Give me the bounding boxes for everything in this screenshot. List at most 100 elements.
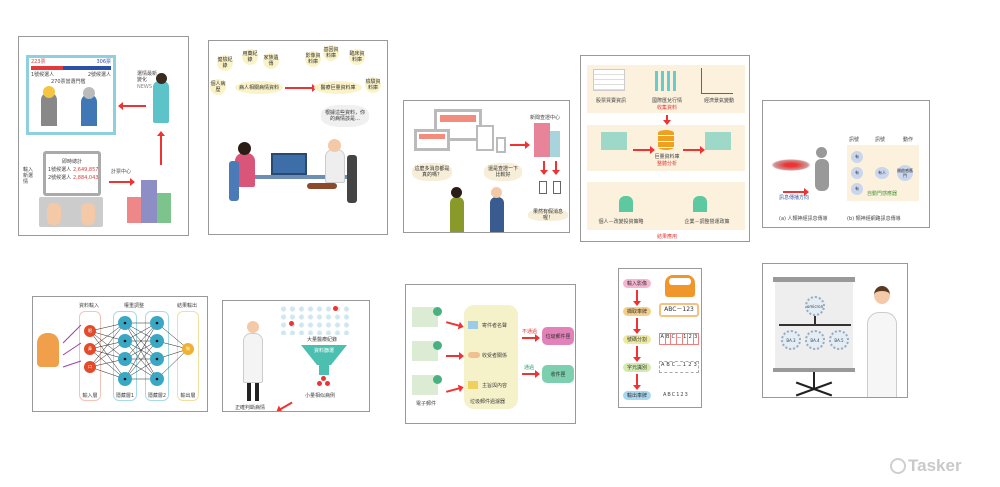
filter-label: 垃圾郵件過濾器 <box>470 399 506 405</box>
char-cell: 2 <box>688 362 692 368</box>
db-label: 巨量資料庫 <box>654 154 680 160</box>
filter-label: 資料篩選 <box>313 348 334 354</box>
judge-label: 正確判斷病情 <box>235 405 266 411</box>
candidate-figure <box>81 94 97 126</box>
woman-figure <box>450 197 464 232</box>
node-center <box>155 321 159 325</box>
feature-label: 主旨與內容 <box>482 383 508 389</box>
doctor-figure <box>867 312 897 397</box>
step-pill: 字元識別 <box>623 363 651 372</box>
connection <box>89 348 126 380</box>
finance-item: 國際匯兌行情 <box>651 98 682 104</box>
input-title: 資料輸入 <box>78 303 99 309</box>
virus-variant: BA.5 <box>829 330 849 350</box>
virus-variant: BA.3 <box>781 330 801 350</box>
hidden-node: 有人 <box>875 167 889 179</box>
patient-data-bubble: 病人相關病情資料 <box>235 81 283 94</box>
node-center <box>155 377 159 381</box>
candidate-1: 1號候選人 <box>31 72 55 78</box>
weight-title: 權重調整 <box>123 303 144 309</box>
doctor-speech: 根據這些資料，你的病情該是… <box>321 105 369 127</box>
input-label: 輸入新選情 <box>23 167 34 185</box>
column-label: 動作 <box>903 137 914 143</box>
spam-folder: 垃圾郵件匣 <box>542 327 574 345</box>
input-node: 鼻 <box>84 343 96 355</box>
input-arrow <box>62 342 82 356</box>
bar-chart-icon <box>655 71 679 91</box>
computer-monitor <box>271 153 307 175</box>
input-node: 眼 <box>84 325 96 337</box>
source-bubble: 健檢紀錄 <box>217 55 233 71</box>
node-center <box>123 357 127 361</box>
node-center <box>155 357 159 361</box>
node-center <box>155 339 159 343</box>
virus-variant-illustration: omicron BA.3 BA.4 BA.5 <box>762 263 908 398</box>
char-cell: A <box>660 334 666 344</box>
news-label: 選情最新變化 <box>137 71 158 83</box>
database-icon <box>658 130 674 150</box>
step-pill: 輸入影像 <box>623 279 651 288</box>
table-icon <box>593 69 625 91</box>
similar-label: 小量相似病例 <box>305 393 336 399</box>
plate-image: ABC－123 <box>659 303 699 317</box>
input-node: 有 <box>851 151 863 163</box>
records-label: 大量醫療紀錄 <box>307 337 338 343</box>
column-label: 訊號 <box>875 137 886 143</box>
tv-screen: 223票 306票 1號候選人 2號候選人 270票當選門檻 <box>26 55 116 135</box>
char-cell: 3 <box>693 362 697 368</box>
connection <box>89 322 126 350</box>
char-cell: 1 <box>683 334 689 344</box>
tasker-logo-icon <box>890 458 906 474</box>
caption-b: (b) 類神經網路訊息傳導 <box>847 216 901 222</box>
caption-a: (a) 人類神經訊息傳導 <box>779 216 828 222</box>
input-arrow <box>62 360 82 368</box>
input-arrow <box>62 324 82 344</box>
connection <box>124 322 158 380</box>
node-center <box>123 377 127 381</box>
reporter-figure <box>153 81 169 123</box>
column-label: 訊號 <box>849 137 860 143</box>
phone-icon <box>496 137 506 153</box>
doctor-figure <box>243 333 263 383</box>
speech-bubble: 這麼多消息都是真的嗎？ <box>412 163 452 181</box>
news-center-label: 新聞查證中心 <box>530 115 561 121</box>
email-icon <box>412 307 438 327</box>
source-bubble: 個人病歷 <box>210 79 226 95</box>
layer-label: 隱藏層1 <box>115 393 135 399</box>
input-node: 有 <box>851 183 863 195</box>
company-label: 企業－調整營運政策 <box>684 219 730 225</box>
election-illustration: 223票 306票 1號候選人 2號候選人 270票當選門檻 選情最新變化 NE… <box>18 36 189 236</box>
analyze-label: 整體分析 <box>656 161 677 167</box>
screen-title: 即時總計 <box>61 159 82 165</box>
inbox-folder: 收件匣 <box>542 365 574 383</box>
line1-value: 2,649,857 <box>73 167 99 173</box>
finance-big-data-illustration: 股票買賣資訊 國際匯兌行情 經濟景氣變動 收集資料 巨量資料庫 整體分析 個人－… <box>580 55 750 242</box>
laptop: 即時總計 1號候選人 2,649,857 2號候選人 2,884,043 <box>43 151 101 196</box>
source-bubble: 臨床資料庫 <box>349 49 365 65</box>
layer-label: 輸入層 <box>82 393 98 399</box>
speech-bubble: 還是查證一下比較好 <box>484 163 522 181</box>
collect-label: 收集資料 <box>656 105 677 111</box>
apply-label: 結果應用 <box>656 234 677 240</box>
node-center <box>123 339 127 343</box>
virus-main: omicron <box>805 296 825 316</box>
action-node: 開啟感應門 <box>897 165 913 181</box>
line-chart-icon <box>701 68 733 94</box>
virus-variant: BA.4 <box>805 330 825 350</box>
layer-label: 輸出層 <box>180 393 196 399</box>
big-db-bubble: 醫療巨量資料庫 <box>314 81 362 94</box>
candidate-2: 2號候選人 <box>87 72 111 78</box>
result-bubble: 果然有假消息喔！ <box>528 209 568 221</box>
data-dots <box>279 305 351 335</box>
votes-right: 306票 <box>96 59 111 65</box>
output-title: 結果輸出 <box>176 303 197 309</box>
threshold: 270票當選門檻 <box>51 79 86 85</box>
patient-figure <box>235 153 255 187</box>
line1-label: 1號候選人 <box>48 167 72 173</box>
sensor-label: 自動門感應器 <box>867 191 898 197</box>
desk <box>231 175 351 179</box>
char-cell: C <box>671 362 676 368</box>
step-pill: 輸出車牌 <box>623 391 651 400</box>
